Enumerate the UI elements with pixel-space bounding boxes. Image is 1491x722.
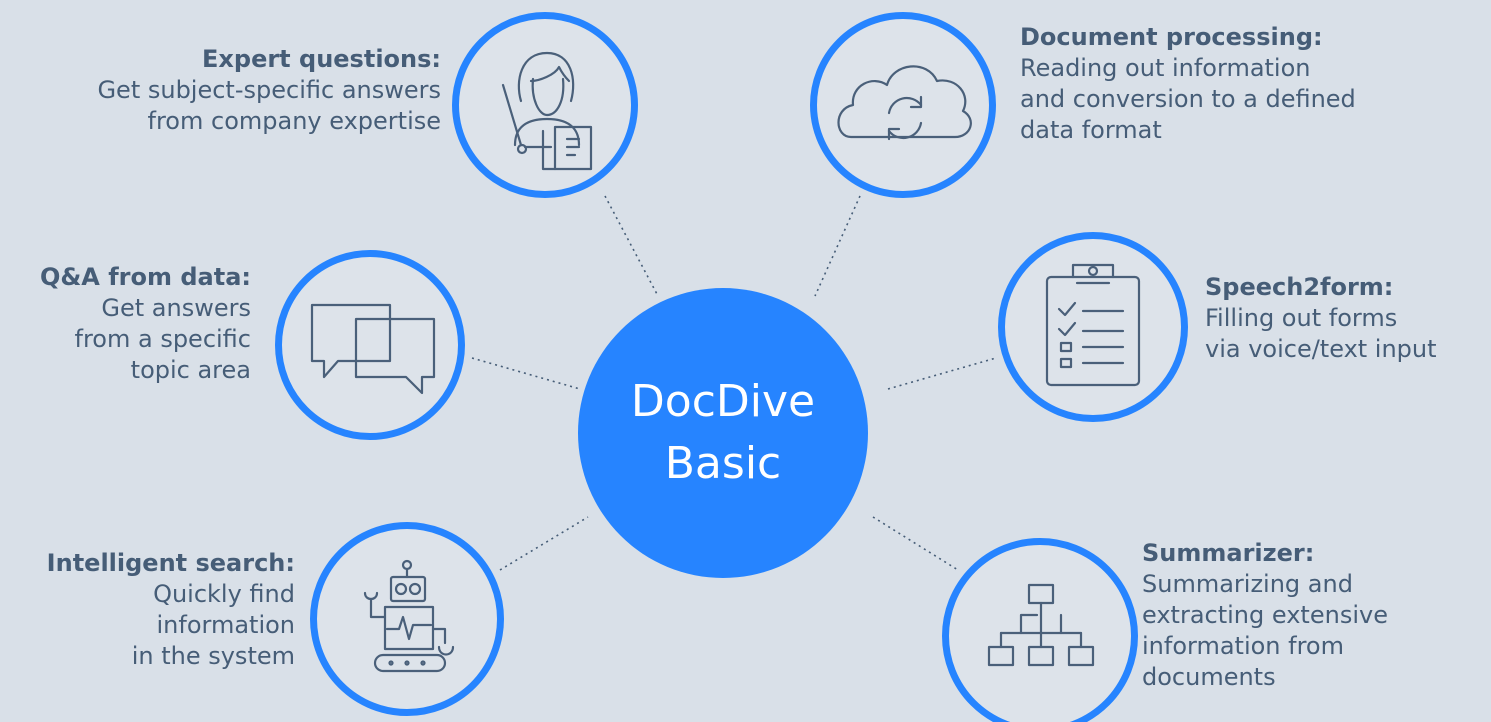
teacher-icon: [501, 51, 593, 171]
node-document-processing: [810, 12, 996, 198]
robot-icon: [363, 559, 455, 673]
docproc-line-3: data format: [1020, 116, 1162, 144]
qa-line-2: from a specific: [74, 325, 252, 353]
search-line-3: in the system: [131, 642, 295, 670]
summ-line-1: Summarizing and: [1142, 570, 1353, 598]
clipboard-checklist-icon: [1045, 263, 1141, 387]
speech-line-2: via voice/text input: [1205, 335, 1437, 363]
label-summarizer: Summarizer: Summarizing and extracting e…: [1142, 538, 1462, 693]
chat-bubbles-icon: [310, 303, 436, 395]
expert-title: Expert questions:: [202, 45, 441, 73]
connector-summ: [872, 516, 959, 571]
cloud-sync-icon: [837, 65, 972, 141]
label-document-processing: Document processing: Reading out informa…: [1020, 22, 1480, 146]
qa-line-1: Get answers: [101, 294, 251, 322]
node-intelligent-search: [310, 522, 504, 716]
docproc-title: Document processing:: [1020, 23, 1323, 51]
label-speech2form: Speech2form: Filling out forms via voice…: [1205, 272, 1485, 365]
node-expert-questions: [452, 12, 638, 198]
expert-line-1: Get subject-specific answers: [97, 76, 441, 104]
label-expert-questions: Expert questions: Get subject-specific a…: [21, 44, 441, 137]
docproc-line-1: Reading out information: [1020, 54, 1311, 82]
connector-search: [499, 516, 589, 571]
speech-title: Speech2form:: [1205, 273, 1394, 301]
qa-title: Q&A from data:: [39, 263, 251, 291]
node-qa-from-data: [275, 250, 465, 440]
summ-line-4: documents: [1142, 663, 1276, 691]
node-summarizer: [942, 538, 1138, 722]
center-title-line1: DocDive: [630, 376, 816, 427]
summ-line-3: information from: [1142, 632, 1344, 660]
search-line-2: information: [156, 611, 295, 639]
expert-line-2: from company expertise: [147, 107, 441, 135]
hierarchy-icon: [987, 583, 1095, 667]
connector-expert: [604, 195, 659, 297]
search-line-1: Quickly find: [153, 580, 295, 608]
label-qa-from-data: Q&A from data: Get answers from a specif…: [0, 262, 251, 386]
speech-line-1: Filling out forms: [1205, 304, 1398, 332]
summ-line-2: extracting extensive: [1142, 601, 1388, 629]
node-speech2form: [998, 232, 1188, 422]
connector-qa: [471, 357, 581, 390]
center-node: DocDive Basic: [578, 288, 868, 578]
connector-docproc: [814, 195, 861, 297]
center-title-line2: Basic: [664, 438, 782, 489]
connector-speech: [887, 357, 997, 390]
qa-line-3: topic area: [130, 356, 251, 384]
summ-title: Summarizer:: [1142, 539, 1315, 567]
label-intelligent-search: Intelligent search: Quickly find informa…: [0, 548, 295, 672]
docproc-line-2: and conversion to a defined: [1020, 85, 1356, 113]
search-title: Intelligent search:: [46, 549, 295, 577]
